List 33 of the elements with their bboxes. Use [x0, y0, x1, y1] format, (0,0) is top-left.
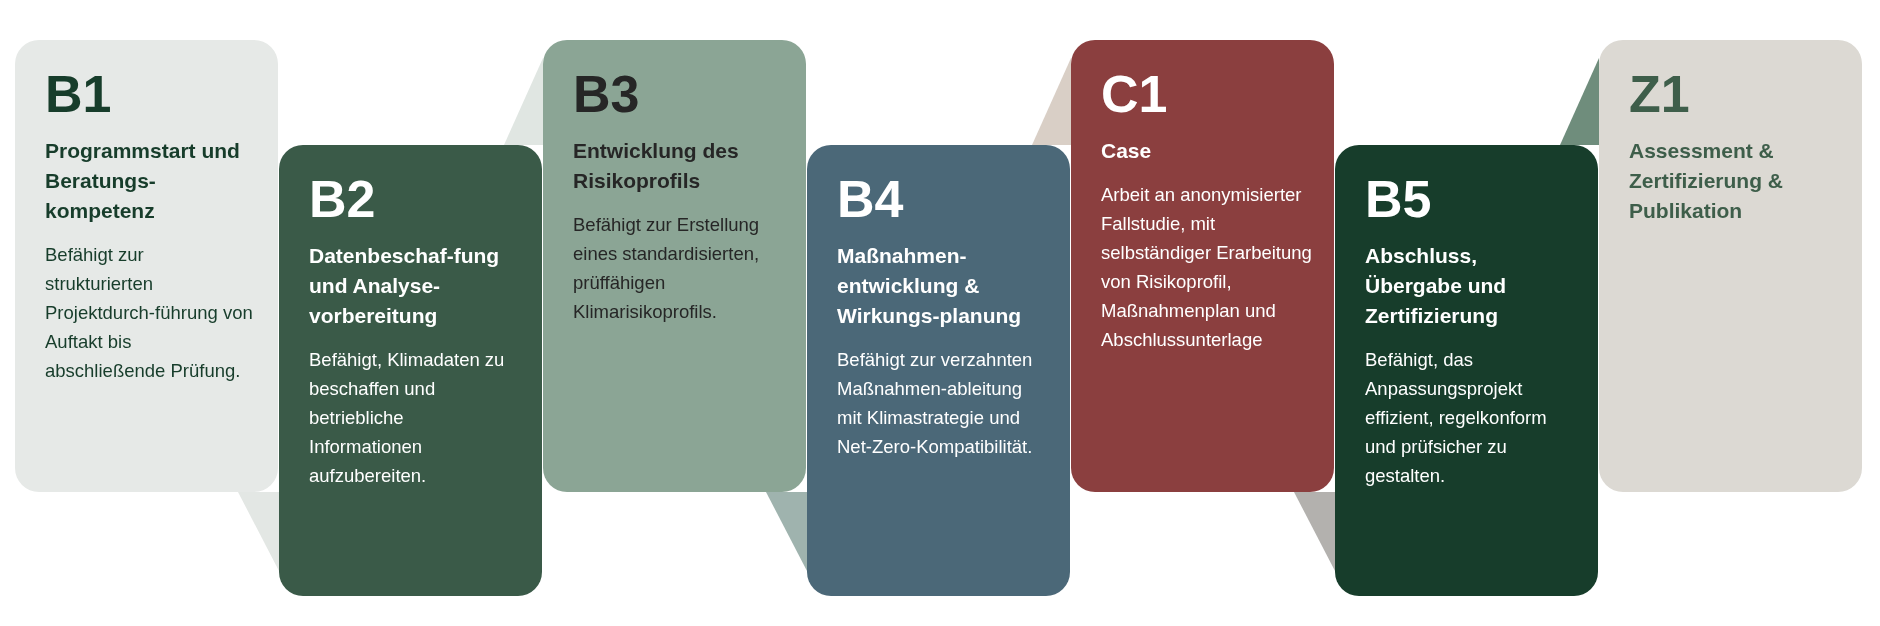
connector-band — [766, 492, 807, 571]
step-description: Befähigt, das Anpassungsprojekt effizient, regelkonform und prüfsicher zu gestalten. — [1365, 348, 1548, 488]
step-description: Befähigt zur verzahnten Maßnahmen-ableitung mit Klimastrategie und Net-Zero-Kompatibilität. — [837, 348, 1034, 459]
step-description: Befähigt zur Erstellung eines standardisierten, prüffähigen Klimarisikoprofils. — [573, 213, 761, 324]
step-code: C1 — [1101, 64, 1169, 124]
step-card — [15, 40, 278, 492]
step-card — [279, 145, 542, 596]
step-card — [1335, 145, 1598, 596]
connector-band — [1032, 58, 1071, 145]
step-description: Arbeit an anonymisierter Fallstudie, mit selbständiger Erarbeitung von Risikoprofil, Maßnahmenplan und Abschlussunterlage — [1101, 183, 1312, 352]
connector-band — [1560, 58, 1599, 145]
step-code: B5 — [1365, 169, 1433, 229]
step-code: B4 — [837, 169, 905, 229]
step-description: Befähigt zur strukturierten Projektdurch-führung von Auftakt bis abschließende Prüfung. — [45, 243, 254, 383]
step-title: Programmstart und Beratungs-kompetenz — [45, 138, 241, 224]
step-card — [1071, 40, 1334, 492]
step-code: B3 — [573, 64, 641, 124]
step-card — [1599, 40, 1862, 492]
step-title: Datenbeschaf-fung und Analyse-vorbereitung — [309, 243, 501, 329]
step-title: Entwicklung des Risikoprofils — [573, 138, 740, 194]
connector-band — [1294, 492, 1335, 571]
step-code: B1 — [45, 64, 113, 124]
step-title: Abschluss, Übergabe und Zertifizierung — [1365, 243, 1508, 329]
step-card — [543, 40, 806, 492]
step-card — [807, 145, 1070, 596]
step-title: Maßnahmen-entwicklung & Wirkungs-planung — [837, 243, 1023, 329]
connector-band — [504, 58, 543, 145]
step-description: Befähigt, Klimadaten zu beschaffen und betriebliche Informationen aufzubereiten. — [309, 348, 506, 488]
step-title: Case — [1101, 138, 1153, 164]
connector-band — [238, 492, 279, 571]
step-code: Z1 — [1629, 64, 1691, 124]
step-code: B2 — [309, 169, 377, 229]
step-title: Assessment & Zertifizierung & Publikation — [1629, 138, 1784, 224]
